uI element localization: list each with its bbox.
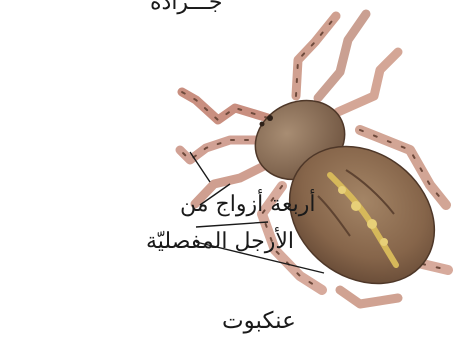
spider-caption: عنكبوت [222, 308, 296, 334]
legs-label-line2: الأرجل المفصليّة [146, 229, 294, 254]
leg-r6 [340, 290, 398, 304]
top-word: جـــرادة [150, 0, 223, 15]
leg-l1 [182, 92, 268, 120]
legs-label-line1: أربعة أزواج من [180, 192, 315, 217]
spider-eyes [267, 115, 273, 121]
